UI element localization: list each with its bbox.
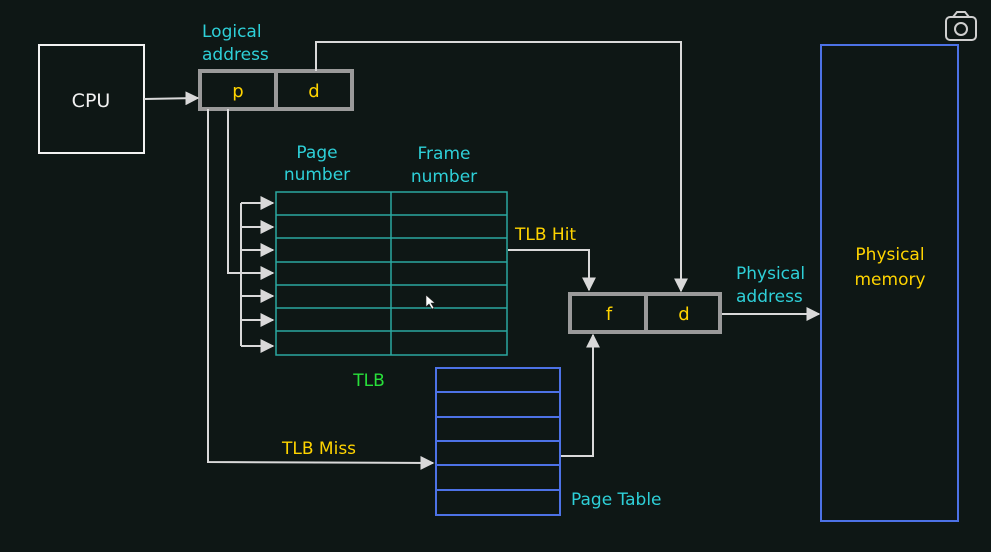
tlb-col2-header-line2: number — [411, 167, 477, 187]
tlb-miss-label: TLB Miss — [281, 439, 356, 459]
physical-offset-d: d — [678, 304, 689, 325]
cpu-box: CPU — [38, 44, 145, 154]
tlb-table — [275, 191, 508, 356]
physical-address-title-line2: address — [736, 287, 803, 307]
physical-memory-label-line2: memory — [854, 270, 925, 290]
logical-address-register: p d — [198, 69, 354, 111]
physical-frame-f: f — [606, 304, 613, 325]
cpu-label: CPU — [72, 90, 111, 112]
cpu-to-logical-arrow — [143, 91, 200, 106]
camera-icon[interactable] — [945, 11, 977, 41]
logical-address-title-line2: address — [202, 45, 269, 65]
mouse-cursor-icon — [425, 294, 436, 310]
tlb-miss-arrow — [207, 109, 435, 470]
physical-address-title-line1: Physical — [736, 264, 805, 284]
tlb-col1-header-line1: Page — [296, 143, 337, 163]
page-table-to-frame-arrow — [561, 333, 600, 457]
physical-memory-box: Physical memory — [820, 44, 959, 522]
tlb-lookup-arrows — [227, 109, 275, 353]
page-table-label: Page Table — [571, 490, 662, 510]
offset-to-physical-arrow — [315, 41, 688, 293]
tlb-col2-header-line1: Frame — [418, 144, 471, 164]
logical-page-p: p — [232, 81, 243, 102]
tlb-label: TLB — [352, 371, 385, 391]
tlb-hit-arrow — [508, 249, 596, 292]
physical-memory-label-line1: Physical — [855, 245, 924, 265]
physical-address-register: f d — [568, 292, 722, 334]
logical-offset-d: d — [308, 81, 319, 102]
tlb-col1-header-line2: number — [284, 165, 350, 185]
tlb-hit-label: TLB Hit — [514, 225, 576, 245]
logical-address-title-line1: Logical — [202, 22, 262, 42]
page-table — [435, 367, 561, 516]
